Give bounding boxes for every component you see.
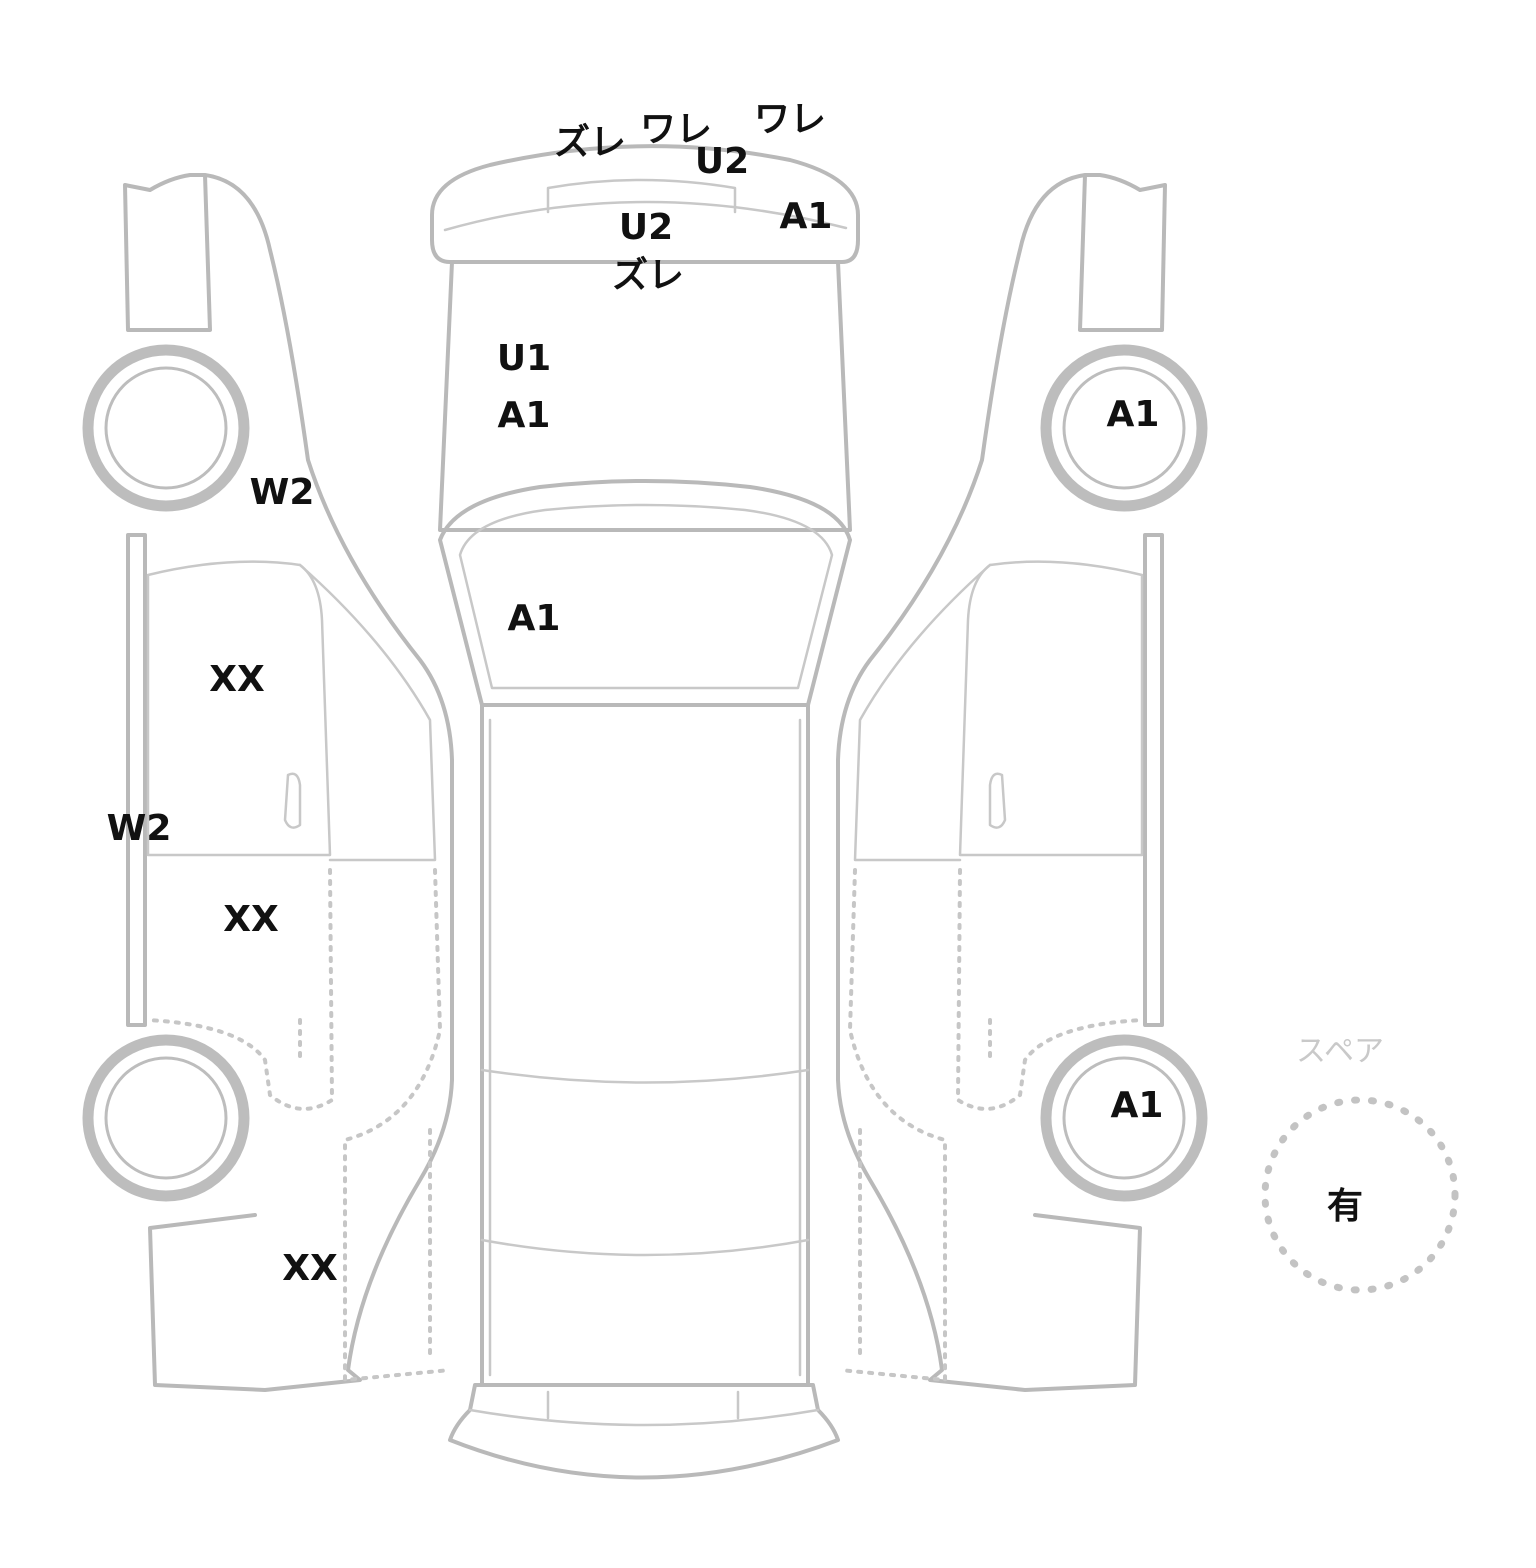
left-window-line bbox=[298, 563, 437, 862]
left-body-outline bbox=[123, 173, 454, 1392]
right-rear-quarter-dotted bbox=[838, 868, 947, 1383]
left-front-rim bbox=[104, 366, 228, 490]
mark-hood-u1: U1 bbox=[496, 338, 552, 379]
front-bumper-outline bbox=[430, 144, 860, 264]
windshield-frame bbox=[438, 479, 852, 707]
windshield-glass bbox=[458, 503, 834, 690]
left-door-handle bbox=[283, 772, 302, 829]
right-window-line bbox=[853, 563, 992, 862]
hood-outline bbox=[438, 260, 852, 532]
rear-bumper-outline bbox=[448, 1383, 840, 1480]
left-rear-rim bbox=[104, 1056, 228, 1180]
mark-left-rocker-w2: W2 bbox=[106, 808, 172, 849]
left-rear-quarter-dotted bbox=[343, 868, 452, 1383]
mark-left-rear-door-xx: XX bbox=[223, 899, 279, 940]
mark-hood-a1: A1 bbox=[497, 395, 551, 436]
left-front-door bbox=[146, 560, 332, 857]
right-front-rim bbox=[1062, 366, 1186, 490]
spare-tire-label: スペア bbox=[1296, 1034, 1384, 1069]
car-left-side-view bbox=[82, 173, 454, 1392]
mark-front-bumper-zure-left: ズレ bbox=[553, 122, 627, 163]
roof-inner bbox=[488, 718, 802, 1377]
spare-tire-circle bbox=[1261, 1096, 1459, 1294]
mark-right-front-wheel-a1: A1 bbox=[1106, 394, 1160, 435]
rear-window-bottom bbox=[480, 1238, 810, 1257]
right-quarter-dotted-inner bbox=[858, 1018, 992, 1362]
right-rocker-strip bbox=[1143, 533, 1164, 1027]
car-right-side-view bbox=[836, 173, 1208, 1392]
right-rear-rim bbox=[1062, 1056, 1186, 1180]
car-top-view bbox=[430, 144, 860, 1480]
grille-outline bbox=[546, 178, 737, 214]
front-bumper-inner bbox=[443, 200, 848, 232]
mark-windshield-a1: A1 bbox=[507, 598, 561, 639]
roof-outline bbox=[480, 703, 810, 1387]
mark-left-front-door-xx: XX bbox=[209, 659, 265, 700]
left-quarter-dotted-inner bbox=[298, 1018, 432, 1362]
left-rear-door-dotted bbox=[146, 868, 335, 1111]
mark-front-bumper-ware-center: ワレ bbox=[639, 109, 713, 150]
mark-left-quarter-xx: XX bbox=[282, 1248, 338, 1289]
mark-left-front-fender-w2: W2 bbox=[249, 472, 315, 513]
mark-grille-zure: ズレ bbox=[611, 255, 685, 296]
mark-grille-u2: U2 bbox=[618, 207, 674, 248]
rear-window-top bbox=[480, 1068, 810, 1084]
rear-bumper-inner bbox=[468, 1390, 820, 1427]
mark-right-rear-wheel-a1: A1 bbox=[1110, 1085, 1164, 1126]
mark-front-bumper-ware-right: ワレ bbox=[753, 99, 827, 140]
mark-front-bumper-u2: U2 bbox=[694, 141, 750, 182]
right-rear-door-dotted bbox=[955, 868, 1144, 1111]
mark-front-bumper-a1: A1 bbox=[779, 196, 833, 237]
right-front-door bbox=[958, 560, 1144, 857]
spare-tire-value: 有 bbox=[1326, 1186, 1364, 1227]
left-rocker-strip bbox=[126, 533, 147, 1027]
right-door-handle bbox=[988, 772, 1007, 829]
right-body-outline bbox=[836, 173, 1167, 1392]
